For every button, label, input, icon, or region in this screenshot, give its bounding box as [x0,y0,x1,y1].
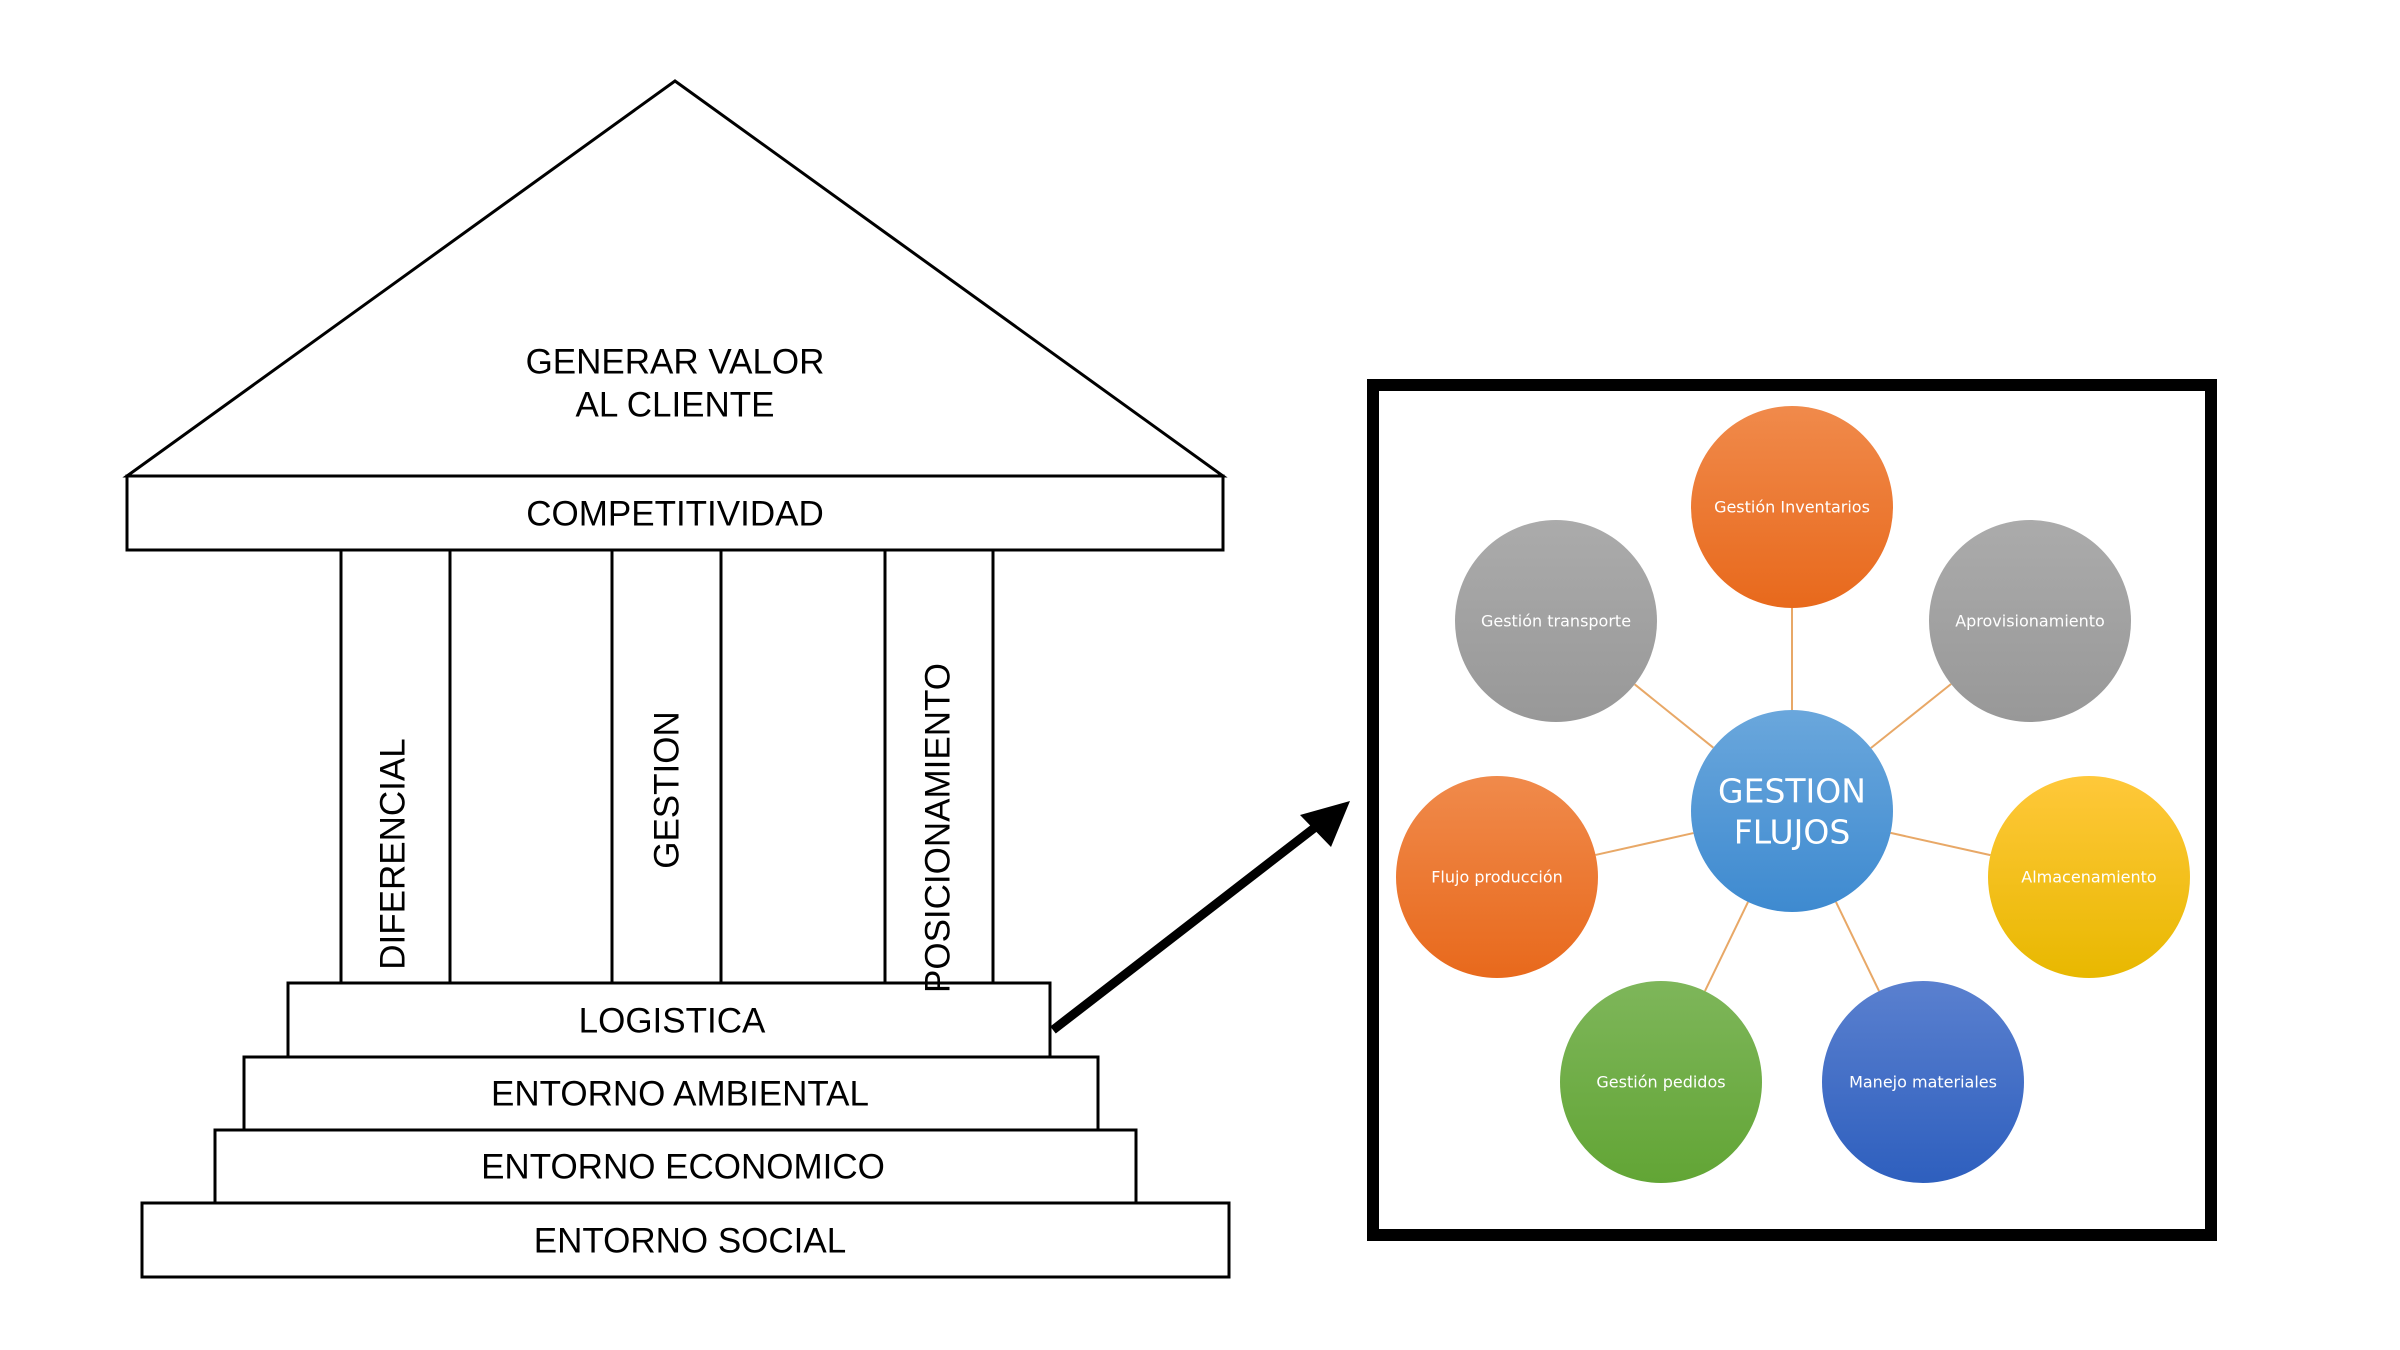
node-label: Manejo materiales [1849,1073,1997,1092]
connector-line [1704,901,1749,992]
node-circle [1560,981,1762,1183]
center-label-line1: GESTION [1718,772,1866,811]
node-circle [1929,520,2131,722]
node-gestion-transporte: Gestión transporte [1455,520,1657,722]
node-circle [1691,406,1893,608]
node-almacenamiento: Almacenamiento [1988,776,2190,978]
node-circle [1822,981,2024,1183]
node-label: Gestión transporte [1481,612,1631,631]
temple [122,79,1231,1279]
competitividad-beam [125,474,1225,552]
temple-labels: GENERAR VALOR AL CLIENTE COMPETITIVIDAD … [374,343,958,1261]
step-label-entorno-social: ENTORNO SOCIAL [534,1222,846,1261]
pillar-posicionamiento [883,548,995,985]
node-label: Almacenamiento [2021,868,2156,887]
connector-line [1595,832,1694,856]
node-gestion-inventarios: Gestión Inventarios [1691,406,1893,608]
roof-label-line1: GENERAR VALOR [526,343,825,382]
node-aprovisionamiento: Aprovisionamiento [1929,520,2131,722]
step-label-entorno-economico: ENTORNO ECONOMICO [481,1148,885,1187]
connector-line [1890,831,1991,857]
node-label: Gestión pedidos [1596,1073,1725,1092]
pillar-diferencial [339,548,452,985]
node-label: Gestión Inventarios [1714,498,1870,517]
step-logistica [286,981,1052,1059]
node-circle [1988,776,2190,978]
step-label-entorno-ambiental: ENTORNO AMBIENTAL [491,1075,869,1114]
connector-line [1634,683,1714,749]
center-label-line2: FLUJOS [1734,813,1851,852]
node-gestion-pedidos: Gestión pedidos [1560,981,1762,1183]
connector-line [1870,683,1952,749]
pillar-label-gestion: GESTION [648,711,687,869]
node-label: Flujo producción [1431,868,1563,887]
node-label: Aprovisionamiento [1955,612,2105,631]
node-circle [1396,776,1598,978]
flow-center-node: GESTION FLUJOS [1691,710,1893,912]
arrow-icon [1050,801,1350,1034]
roof-label-line2: AL CLIENTE [575,386,774,425]
step-label-logistica: LOGISTICA [579,1002,766,1041]
beam-label: COMPETITIVIDAD [526,495,824,534]
step-entorno-ambiental [242,1055,1100,1132]
connector-line [1835,901,1880,992]
flow-nodes: Gestión InventariosAprovisionamientoAlma… [1396,406,2190,1183]
pillar-label-diferencial: DIFERENCIAL [374,738,413,969]
pillar-label-posicionamiento: POSICIONAMIENTO [919,663,958,993]
node-flujo-produccion: Flujo producción [1396,776,1598,978]
pillar-gestion [610,548,723,985]
flow-connectors [1595,608,1991,992]
step-entorno-economico [213,1128,1138,1205]
step-entorno-social [140,1201,1231,1279]
node-manejo-materiales: Manejo materiales [1822,981,2024,1183]
node-circle [1455,520,1657,722]
